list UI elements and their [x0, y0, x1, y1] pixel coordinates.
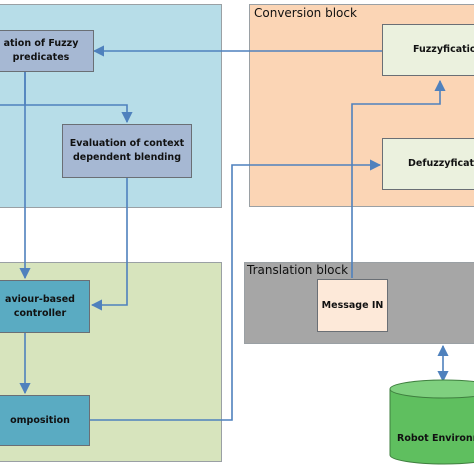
arrow-context-to-controller [90, 178, 128, 311]
arrow-composition-to-defuzzyfication [90, 159, 382, 421]
composition-node: omposition [0, 395, 90, 446]
robot-environment-label: Robot Environme [397, 433, 474, 444]
fuzzyfication-node: Fuzzyficatio [382, 24, 474, 76]
eval-fuzzy-predicates-node: ation of Fuzzy predicates [0, 30, 94, 72]
conversion-block-title: Conversion block [254, 6, 357, 20]
message-in-node: Message IN [317, 279, 388, 332]
robot-environment-cylinder: Robot Environme [389, 379, 474, 465]
arrow-message-to-fuzzyfication [351, 79, 446, 278]
behaviour-controller-node: aviour-based controller [0, 280, 90, 333]
translation-block-title: Translation block [247, 263, 349, 277]
defuzzyfication-node: Defuzzyficati [382, 138, 474, 190]
eval-context-blending-node: Evaluation of context dependent blending [62, 124, 192, 178]
arrow-eval-fuzzy-to-context [24, 72, 133, 124]
